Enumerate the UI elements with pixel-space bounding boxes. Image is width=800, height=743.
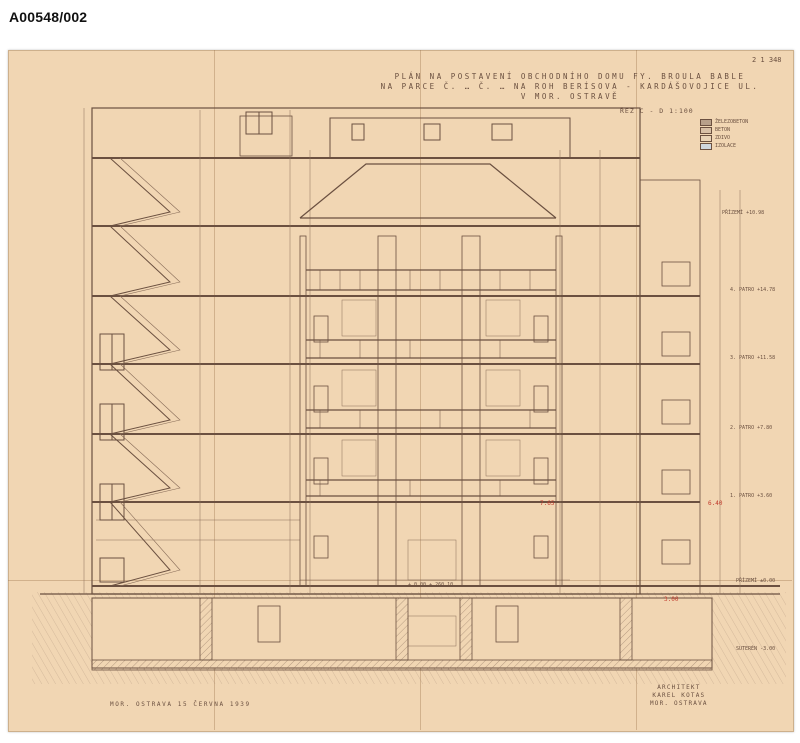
floor-label: 2. PATRO +7.80 xyxy=(730,425,773,431)
skylight xyxy=(299,163,557,219)
railing-bars xyxy=(319,270,531,496)
balcony-railings xyxy=(306,269,556,497)
architect-stamp: ARCHITEKT KAREL KOTAS MOR. OSTRAVA xyxy=(650,684,708,708)
architect-line: KAREL KOTAS xyxy=(652,692,706,699)
legend-label: IZOLACE xyxy=(715,143,737,149)
architect-line: MOR. OSTRAVA xyxy=(650,700,708,707)
legend-swatch xyxy=(700,118,712,126)
drawing-title: PLÁN NA POSTAVENÍ OBCHODNÍHO DOMU FY. BR… xyxy=(360,72,780,102)
legend-item: IZOLACE xyxy=(700,142,748,150)
title-line: V MOR. OSTRAVĚ xyxy=(520,92,620,101)
building-outline xyxy=(91,107,641,595)
right-facade xyxy=(639,179,701,595)
sheet-number: 2 1 348 xyxy=(752,56,782,64)
red-annotation: 7.65 xyxy=(540,500,555,507)
floor-slabs xyxy=(92,157,780,587)
material-legend: ŽELEZOBETON BETON ZDIVO IZOLACE xyxy=(700,118,748,150)
document-id-label: A00548/002 xyxy=(9,9,88,25)
fold-line xyxy=(636,50,637,730)
dimension-lines xyxy=(83,108,741,594)
courtyard-columns xyxy=(299,235,563,587)
floor-label: 4. PATRO +14.78 xyxy=(730,287,776,293)
floor-label: PŘÍZEMÍ +10.98 xyxy=(722,210,765,216)
legend-item: ZDIVO xyxy=(700,134,748,142)
red-annotation: 6.40 xyxy=(708,500,723,507)
staircase xyxy=(108,157,172,587)
title-line: NA PARCE Č. … Č. … NA ROH BERÍSOVA - KAR… xyxy=(380,82,760,91)
architect-line: ARCHITEKT xyxy=(657,684,701,691)
level-mark: + 0.00 ± 260.10 xyxy=(408,582,454,588)
courtyard-stairs xyxy=(341,299,521,647)
title-line: PLÁN NA POSTAVENÍ OBCHODNÍHO DOMU FY. BR… xyxy=(394,72,746,81)
scale-label: ŘEZ C - D 1:100 xyxy=(620,107,694,115)
legend-swatch xyxy=(700,134,712,142)
place-date-note: MOR. OSTRAVA 15 ČERVNA 1939 xyxy=(110,701,251,708)
roof-structure xyxy=(329,117,571,159)
floor-label: 3. PATRO +11.58 xyxy=(730,355,776,361)
fold-line xyxy=(214,50,215,730)
legend-item: ŽELEZOBETON xyxy=(700,118,748,126)
red-annotation: 3.00 xyxy=(664,596,679,603)
legend-swatch xyxy=(700,126,712,134)
legend-label: ŽELEZOBETON xyxy=(715,119,749,125)
legend-label: ZDIVO xyxy=(715,135,731,141)
roof-stair-head xyxy=(239,115,293,157)
floor-label: 1. PATRO +3.60 xyxy=(730,493,773,499)
floor-label: SUTERÉN -3.00 xyxy=(736,646,776,652)
fold-line xyxy=(8,580,792,581)
floor-label: PŘÍZEMÍ ±0.00 xyxy=(736,578,776,584)
left-windows xyxy=(99,111,513,583)
fold-line xyxy=(420,50,421,730)
doors xyxy=(257,315,549,643)
legend-swatch xyxy=(700,142,712,150)
legend-item: BETON xyxy=(700,126,748,134)
foundations xyxy=(91,597,713,671)
legend-label: BETON xyxy=(715,127,731,133)
